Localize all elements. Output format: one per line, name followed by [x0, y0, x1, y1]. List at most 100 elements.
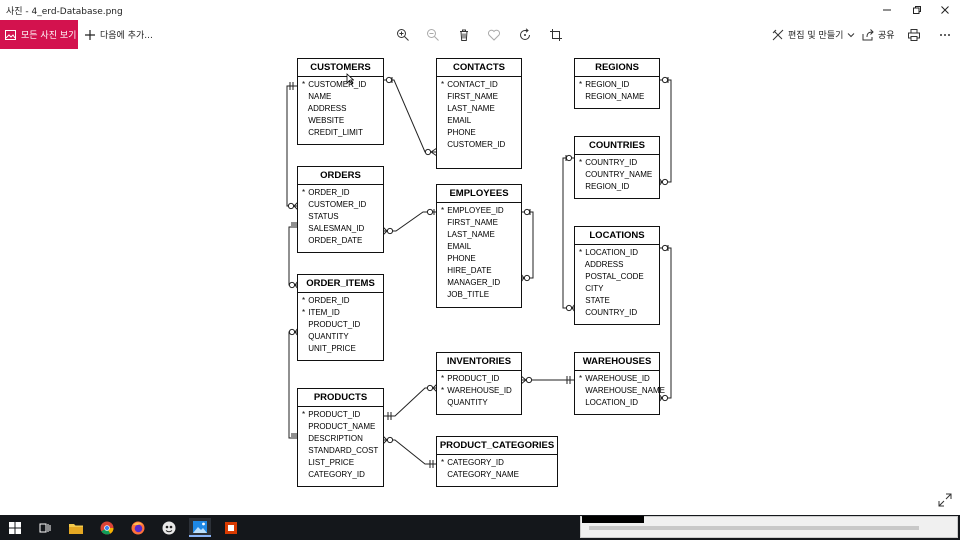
attribute: PRODUCT_NAME	[308, 422, 376, 431]
close-icon	[941, 6, 949, 14]
attribute: UNIT_PRICE	[308, 344, 356, 353]
attribute: PHONE	[447, 254, 476, 263]
attribute: STATUS	[308, 212, 339, 221]
attribute: LAST_NAME	[447, 104, 495, 113]
photos-icon	[5, 29, 16, 40]
toolbar: 모든 사진 보기 다음에 추가... 편집 및 만들기 공유	[0, 20, 960, 49]
entity-employees: EMPLOYEES * EMPLOYEE_ID FIRST_NAME LAST_…	[436, 184, 522, 308]
share-icon	[862, 28, 874, 40]
title-bar: 사진 - 4_erd-Database.png	[0, 0, 960, 20]
attribute: NAME	[308, 92, 332, 101]
attribute: ADDRESS	[307, 104, 347, 113]
entity-product-categories: PRODUCT_CATEGORIES * CATEGORY_ID CATEGOR…	[436, 436, 558, 487]
attribute: CATEGORY_ID	[308, 470, 365, 479]
entity-title: PRODUCTS	[298, 389, 383, 407]
entity-title: CONTACTS	[437, 59, 521, 77]
add-to-label: 다음에 추가...	[100, 31, 153, 41]
edit-create-button[interactable]: 편집 및 만들기	[772, 20, 855, 49]
chevron-down-icon	[848, 32, 855, 37]
minimize-button[interactable]	[872, 0, 902, 20]
entity-title: CUSTOMERS	[298, 59, 383, 77]
attribute: STANDARD_COST	[308, 446, 379, 455]
attribute: CUSTOMER_ID	[447, 140, 506, 149]
attribute: LIST_PRICE	[308, 458, 355, 467]
chrome-icon[interactable]	[96, 518, 118, 537]
windows-start-icon[interactable]	[4, 518, 26, 537]
attribute: PHONE	[447, 128, 476, 137]
close-button[interactable]	[930, 0, 960, 20]
attribute: JOB_TITLE	[447, 290, 490, 299]
task-view-icon[interactable]	[34, 518, 56, 537]
attribute: CREDIT_LIMIT	[308, 128, 363, 137]
attribute: * EMPLOYEE_ID	[441, 206, 504, 215]
entity-customers: CUSTOMERS * CUSTOMER_ID NAME ADDRESS WEB…	[297, 58, 384, 145]
delete-icon[interactable]	[455, 26, 473, 44]
mouse-cursor-icon	[346, 73, 354, 85]
attribute: * REGION_ID	[579, 80, 630, 89]
office-icon[interactable]	[220, 518, 242, 537]
attribute: * ITEM_ID	[302, 308, 340, 317]
attribute: EMAIL	[447, 116, 472, 125]
attribute: COUNTRY_ID	[585, 308, 638, 317]
entity-title: WAREHOUSES	[575, 353, 659, 371]
entity-title: ORDER_ITEMS	[298, 275, 383, 293]
attribute: QUANTITY	[447, 398, 488, 407]
maximize-button[interactable]	[902, 0, 932, 20]
entity-title: COUNTRIES	[575, 137, 659, 155]
print-icon[interactable]	[905, 26, 923, 44]
zoom-out-icon[interactable]	[424, 26, 442, 44]
attribute: MANAGER_ID	[447, 278, 501, 287]
attribute: * CATEGORY_ID	[441, 458, 504, 467]
photo-canvas: CUSTOMERS * CUSTOMER_ID NAME ADDRESS WEB…	[0, 49, 960, 515]
attribute: REGION_NAME	[585, 92, 645, 101]
entity-title: ORDERS	[298, 167, 383, 185]
fullscreen-icon[interactable]	[938, 493, 952, 507]
attribute: EMAIL	[447, 242, 472, 251]
attribute: FIRST_NAME	[447, 92, 498, 101]
attribute: DESCRIPTION	[308, 434, 363, 443]
entity-title: REGIONS	[575, 59, 659, 77]
entity-orders: ORDERS * ORDER_ID CUSTOMER_ID STATUS SAL…	[297, 166, 384, 253]
entity-title: LOCATIONS	[575, 227, 659, 245]
attribute: * ORDER_ID	[302, 188, 350, 197]
attribute: CITY	[585, 284, 604, 293]
more-options-icon[interactable]	[936, 26, 954, 44]
scrollbar-thumb[interactable]	[589, 526, 919, 530]
entity-title: EMPLOYEES	[437, 185, 521, 203]
share-button[interactable]: 공유	[862, 20, 895, 49]
photos-app-icon[interactable]	[189, 518, 211, 537]
attribute: * COUNTRY_ID	[579, 158, 638, 167]
game-icon[interactable]	[158, 518, 180, 537]
attribute: PRODUCT_ID	[308, 320, 361, 329]
firefox-icon[interactable]	[127, 518, 149, 537]
attribute: ORDER_DATE	[308, 236, 363, 245]
entity-title: PRODUCT_CATEGORIES	[437, 437, 557, 455]
rotate-icon[interactable]	[516, 26, 534, 44]
minimize-icon	[883, 9, 891, 11]
plus-icon	[85, 29, 95, 40]
entity-countries: COUNTRIES * COUNTRY_ID COUNTRY_NAME REGI…	[574, 136, 660, 199]
add-to-button[interactable]: 다음에 추가...	[84, 20, 153, 49]
attribute: HIRE_DATE	[447, 266, 492, 275]
attribute: QUANTITY	[308, 332, 349, 341]
entity-products: PRODUCTS * PRODUCT_ID PRODUCT_NAME DESCR…	[297, 388, 384, 487]
entity-locations: LOCATIONS * LOCATION_ID ADDRESS POSTAL_C…	[574, 226, 660, 325]
attribute: * WAREHOUSE_ID	[579, 374, 650, 383]
entity-warehouses: WAREHOUSES * WAREHOUSE_ID WAREHOUSE_NAME…	[574, 352, 665, 415]
share-label: 공유	[878, 31, 895, 41]
horizontal-scrollbar[interactable]	[580, 516, 958, 538]
attribute: * PRODUCT_ID	[441, 374, 500, 383]
attribute: CUSTOMER_ID	[308, 200, 367, 209]
entity-regions: REGIONS * REGION_ID REGION_NAME	[574, 58, 660, 109]
entity-contacts: CONTACTS * CONTACT_ID FIRST_NAME LAST_NA…	[436, 58, 522, 169]
attribute: * CONTACT_ID	[441, 80, 498, 89]
entity-inventories: INVENTORIES * PRODUCT_ID * WAREHOUSE_ID …	[436, 352, 522, 415]
zoom-in-icon[interactable]	[394, 26, 412, 44]
file-explorer-icon[interactable]	[65, 518, 87, 537]
all-photos-button[interactable]: 모든 사진 보기	[0, 20, 78, 49]
attribute: SALESMAN_ID	[308, 224, 365, 233]
attribute: POSTAL_CODE	[585, 272, 644, 281]
crop-icon[interactable]	[547, 26, 565, 44]
attribute: WEBSITE	[308, 116, 345, 125]
favorite-icon[interactable]	[485, 26, 503, 44]
